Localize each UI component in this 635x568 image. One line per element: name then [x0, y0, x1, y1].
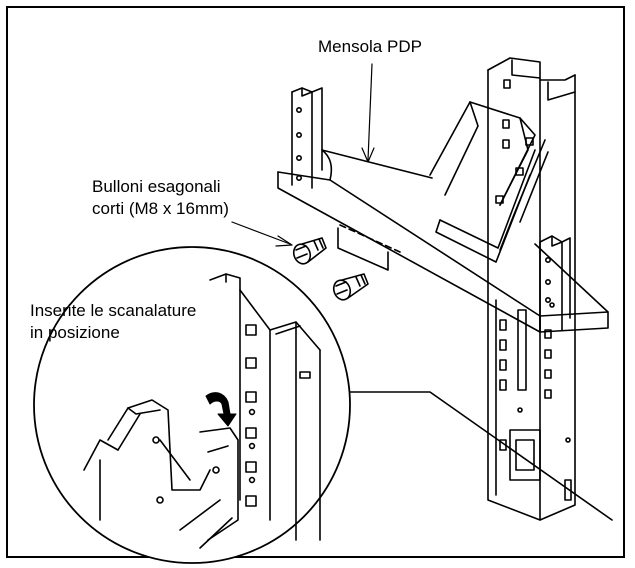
bolts-label-line1: Bulloni esagonali	[92, 177, 221, 196]
bolt-1	[292, 237, 327, 265]
bolts-label-line2: corti (M8 x 16mm)	[92, 199, 229, 218]
slots-label: Inserite le scanalature in posizione	[30, 300, 196, 344]
right-post	[539, 235, 571, 333]
slots-label-line1: Inserite le scanalature	[30, 301, 197, 320]
floor-line	[339, 391, 613, 521]
detail-content	[83, 273, 321, 549]
bracket-label-text: Mensola PDP	[318, 37, 422, 56]
slots-label-line2: in posizione	[30, 323, 120, 342]
bolt-2	[332, 273, 369, 301]
detail-magnifier	[33, 246, 351, 564]
insert-arrow-icon	[205, 392, 237, 427]
bracket-label: Mensola PDP	[318, 36, 422, 58]
left-post	[291, 87, 333, 189]
pdp-bracket	[277, 101, 609, 333]
bolts-label: Bulloni esagonali corti (M8 x 16mm)	[92, 176, 229, 220]
